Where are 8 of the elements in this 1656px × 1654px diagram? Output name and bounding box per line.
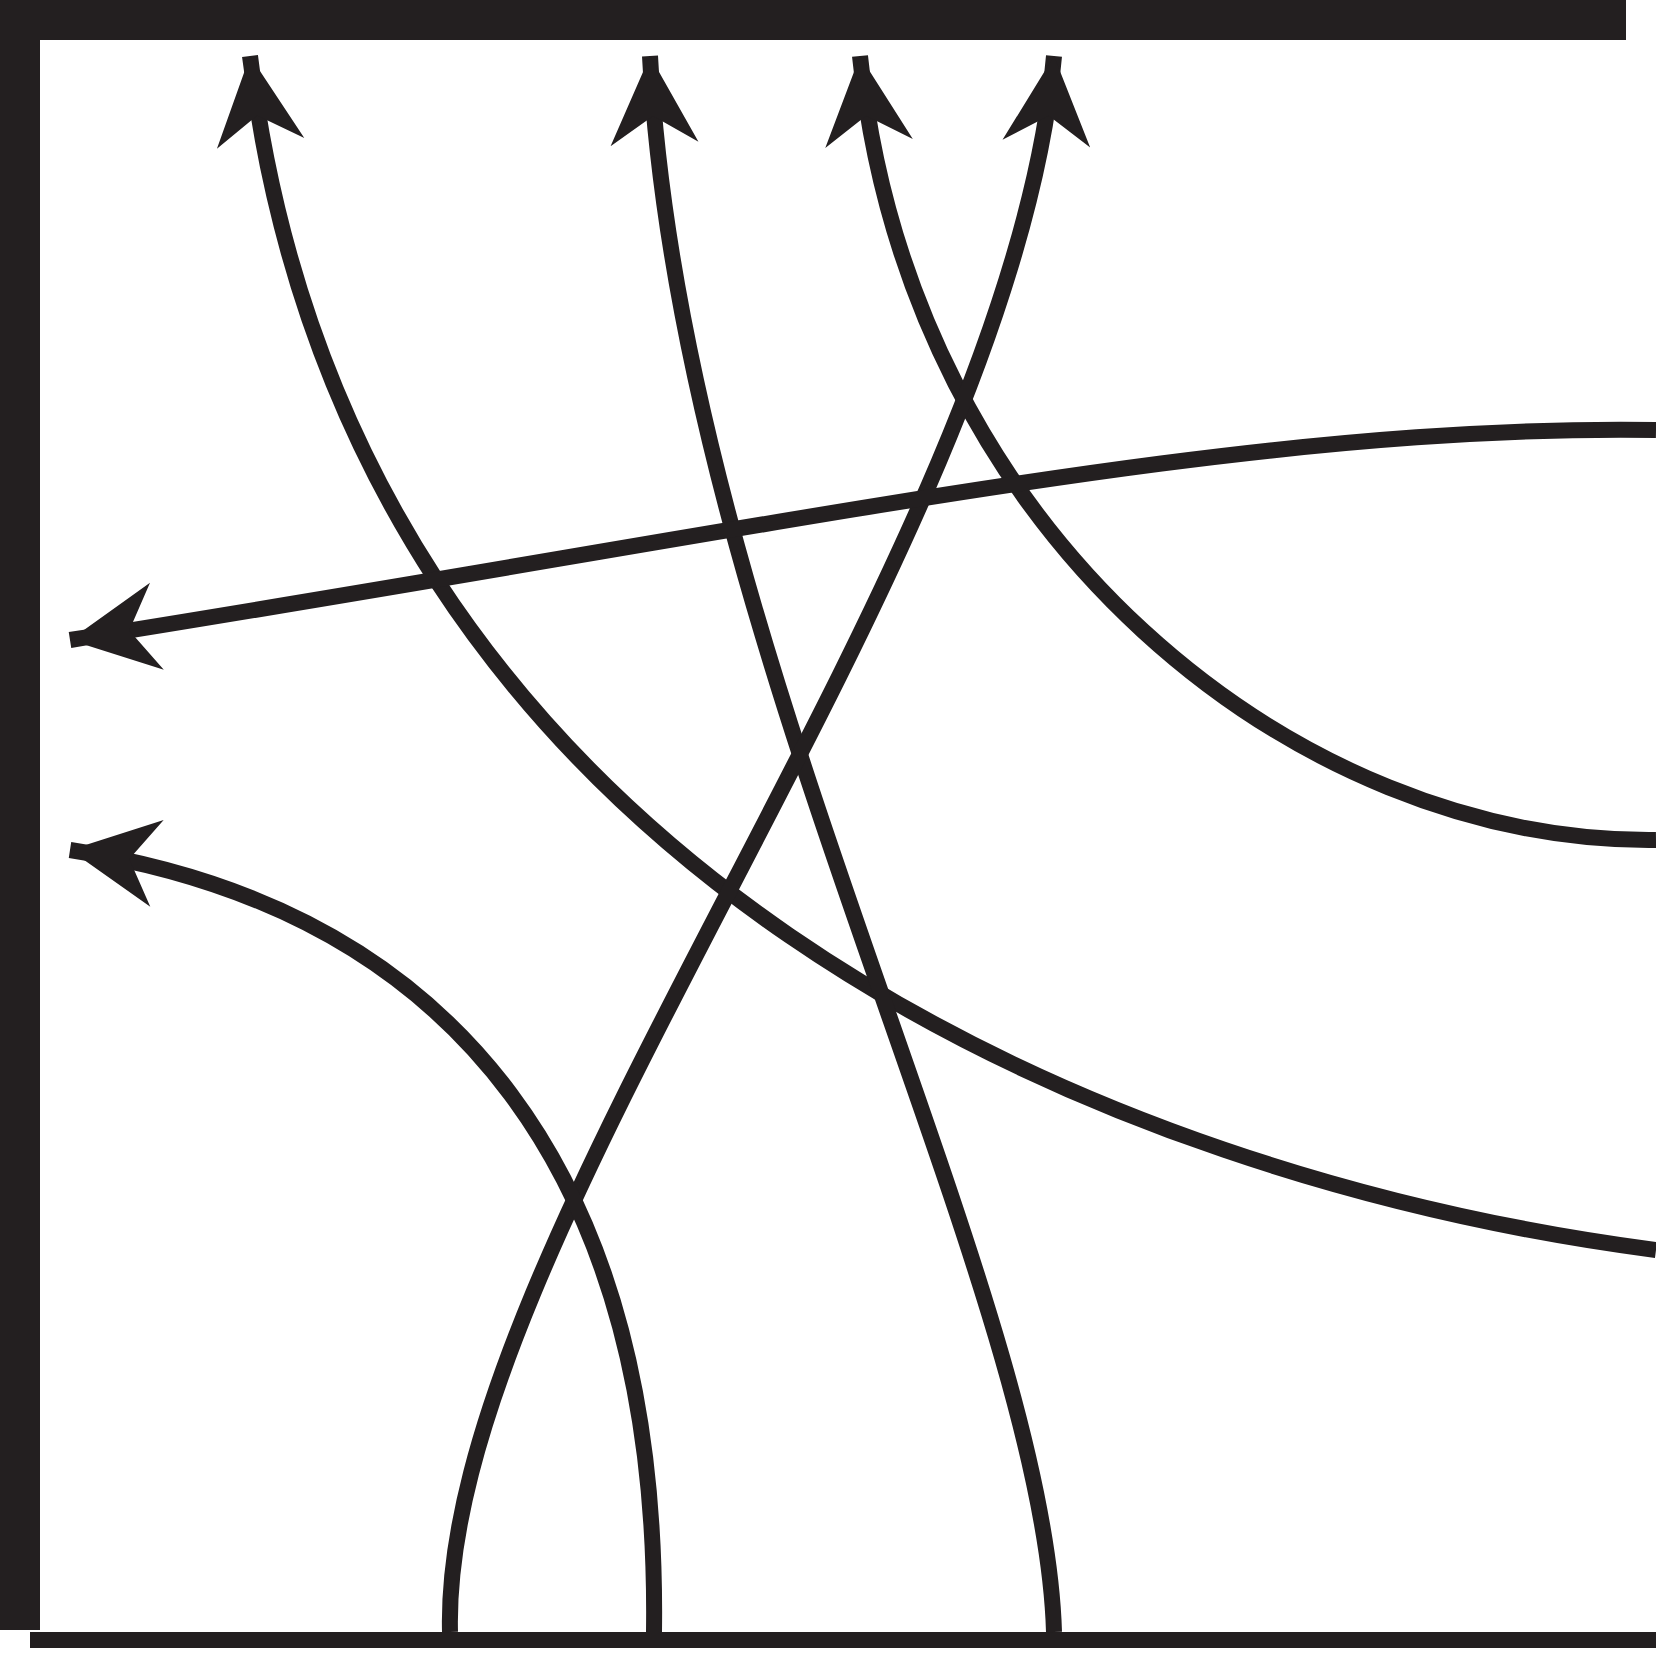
wall-bar	[0, 40, 40, 1630]
curved-arrow	[223, 54, 1656, 1258]
curved-arrow	[442, 54, 1084, 1633]
wall-bar	[0, 0, 1626, 40]
curved-arrow	[614, 55, 1062, 1633]
curved-arrow	[68, 824, 662, 1633]
curved-arrow	[68, 422, 1656, 670]
curved-arrow	[830, 54, 1656, 848]
